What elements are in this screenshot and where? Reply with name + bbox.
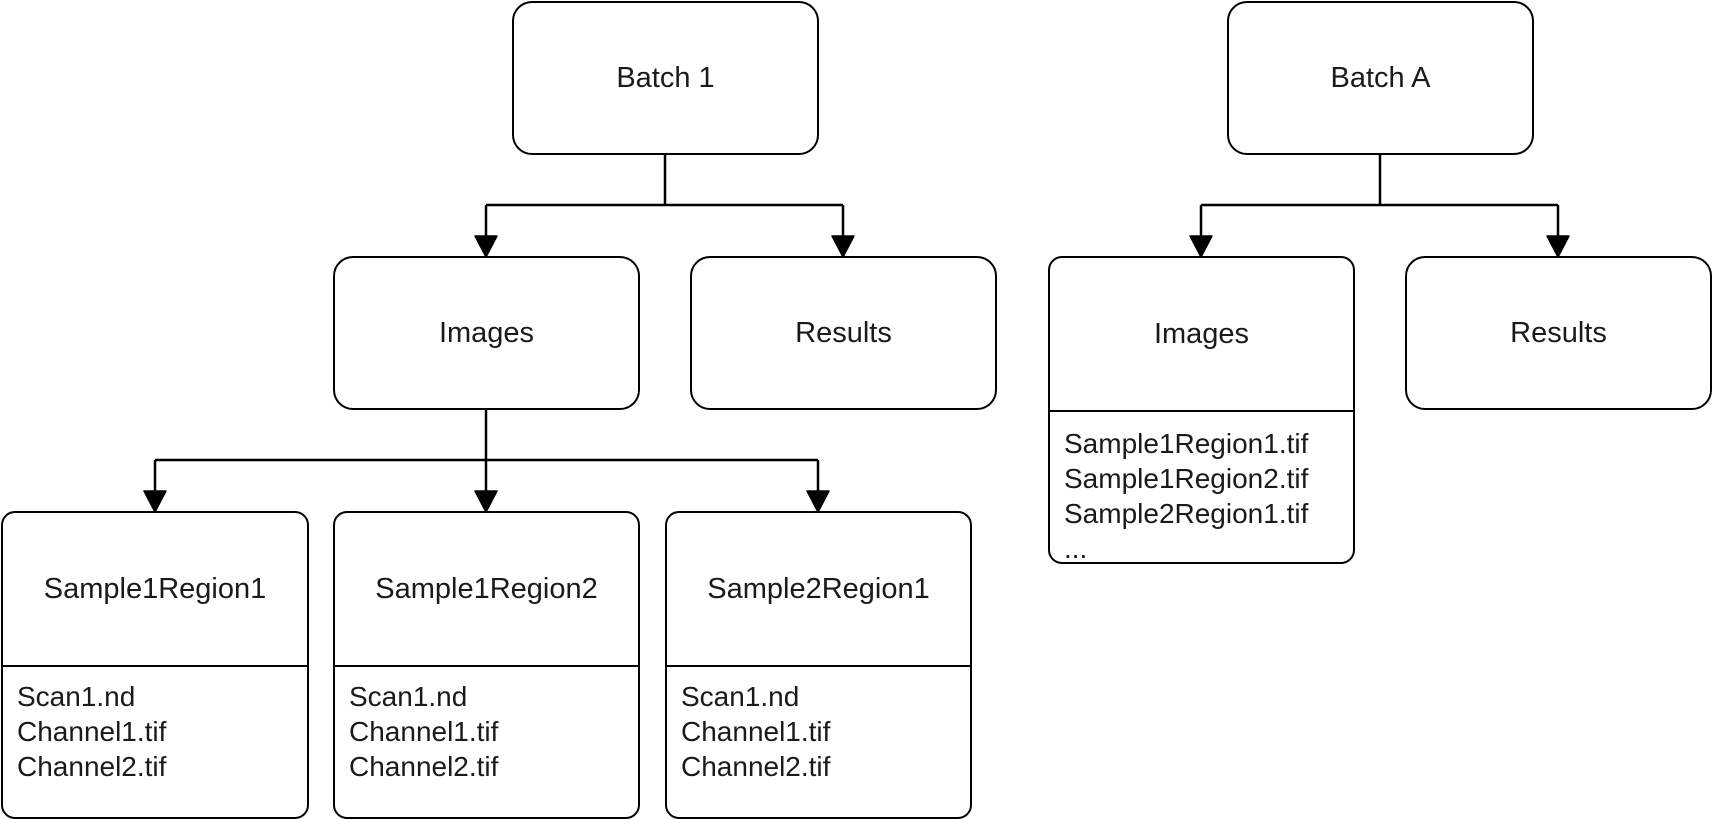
arrowhead-batch1-images: [474, 235, 498, 258]
batchA-images-node: Images Sample1Region1.tif Sample1Region2…: [1048, 256, 1355, 564]
file-item: Channel2.tif: [17, 751, 167, 782]
images-header: Images: [1050, 258, 1353, 412]
file-item: Channel1.tif: [681, 716, 831, 747]
sample-node: Sample1Region2 Scan1.nd Channel1.tif Cha…: [333, 511, 640, 819]
file-item: Channel2.tif: [349, 751, 499, 782]
batchA-label: Batch A: [1330, 61, 1431, 94]
batchA-node: Batch A: [1227, 1, 1534, 155]
file-item: Sample1Region2.tif: [1064, 463, 1309, 494]
file-item: Scan1.nd: [349, 681, 468, 712]
arrowhead-images-sample3: [806, 490, 830, 513]
arrowhead-batchA-results: [1546, 235, 1570, 258]
file-item: Sample2Region1.tif: [1064, 498, 1309, 529]
arrowhead-batch1-results: [831, 235, 855, 258]
arrowhead-images-sample1: [143, 490, 167, 513]
batch1-results-node: Results: [690, 256, 997, 410]
file-item: Channel2.tif: [681, 751, 831, 782]
file-list: Scan1.nd Channel1.tif Channel2.tif: [681, 679, 964, 784]
results-label: Results: [795, 316, 892, 349]
sample-header: Sample1Region2: [335, 513, 638, 667]
arrowhead-images-sample2: [474, 490, 498, 513]
file-list: Scan1.nd Channel1.tif Channel2.tif: [17, 679, 301, 784]
sample-node: Sample2Region1 Scan1.nd Channel1.tif Cha…: [665, 511, 972, 819]
file-list: Sample1Region1.tif Sample1Region2.tif Sa…: [1064, 426, 1347, 564]
file-item: Scan1.nd: [17, 681, 136, 712]
batchA-results-node: Results: [1405, 256, 1712, 410]
batch1-node: Batch 1: [512, 1, 819, 155]
sample-header: Sample2Region1: [667, 513, 970, 667]
file-list: Scan1.nd Channel1.tif Channel2.tif: [349, 679, 632, 784]
images-label: Images: [438, 316, 535, 349]
sample-label: Sample2Region1: [707, 572, 930, 605]
arrowhead-batchA-images: [1189, 235, 1213, 258]
images-label: Images: [1153, 317, 1250, 350]
results-label: Results: [1510, 316, 1607, 349]
file-item: Channel1.tif: [17, 716, 167, 747]
batch1-images-node: Images: [333, 256, 640, 410]
sample-label: Sample1Region2: [375, 572, 598, 605]
sample-node: Sample1Region1 Scan1.nd Channel1.tif Cha…: [1, 511, 309, 819]
sample-header: Sample1Region1: [3, 513, 307, 667]
file-item: Channel1.tif: [349, 716, 499, 747]
file-item: Scan1.nd: [681, 681, 800, 712]
batch1-label: Batch 1: [616, 61, 715, 94]
sample-label: Sample1Region1: [43, 572, 267, 605]
file-item-ellipsis: ...: [1064, 533, 1088, 564]
file-item: Sample1Region1.tif: [1064, 428, 1309, 459]
